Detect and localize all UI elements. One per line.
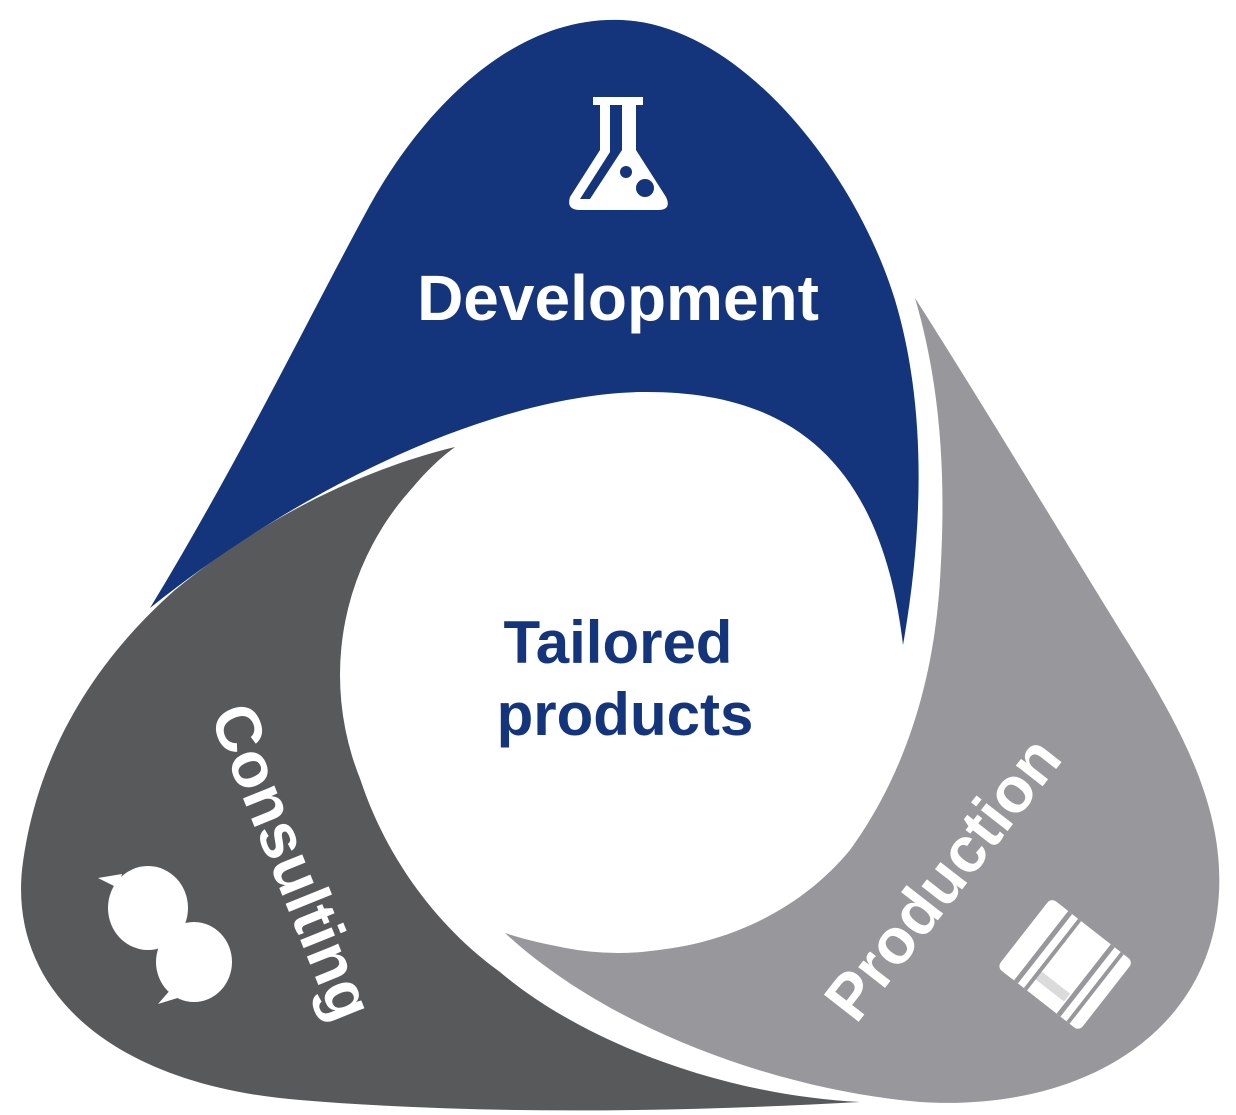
development-segment: [150, 19, 919, 646]
center-circle: [340, 397, 896, 953]
flask-icon: [569, 97, 668, 210]
center-title-line2: products: [497, 681, 754, 748]
production-segment: [505, 298, 1220, 1103]
center-title-line1: Tailored: [504, 609, 733, 676]
development-label: Development: [417, 262, 819, 334]
consulting-segment: [21, 447, 861, 1111]
speech-bubbles-icon: [98, 866, 232, 1004]
container-icon: [999, 900, 1131, 1029]
